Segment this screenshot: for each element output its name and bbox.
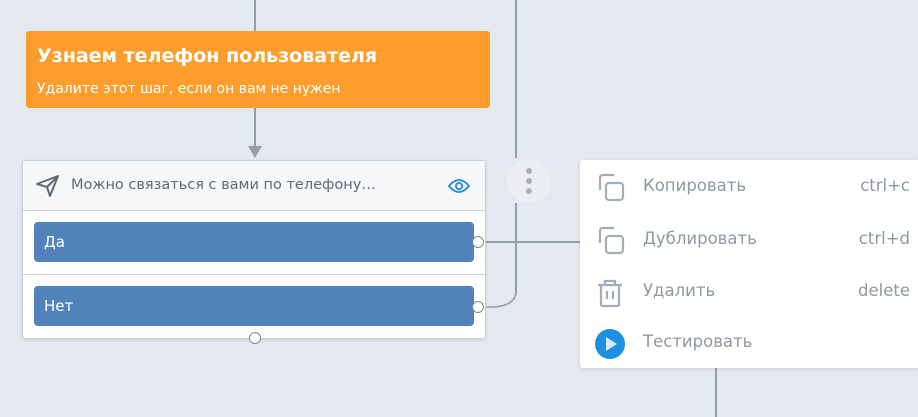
option-label: Нет [44, 297, 74, 315]
menu-label: Удалить [643, 281, 716, 300]
divider [23, 274, 485, 275]
play-icon [595, 329, 625, 359]
option-button-yes[interactable]: Да [34, 222, 474, 262]
question-header: Можно связаться с вами по телефону… [23, 161, 485, 211]
connector-line [254, 0, 256, 31]
menu-shortcut: ctrl+c [860, 176, 910, 195]
menu-item-duplicate[interactable]: Дублировать ctrl+d [580, 213, 918, 265]
menu-shortcut: ctrl+d [858, 229, 910, 248]
menu-item-copy[interactable]: Копировать ctrl+c [580, 160, 918, 212]
trash-icon [598, 279, 622, 308]
copy-icon [598, 173, 625, 202]
menu-label: Дублировать [643, 229, 757, 248]
eye-icon[interactable] [448, 178, 470, 194]
connector-line [515, 203, 517, 295]
option-button-no[interactable]: Нет [34, 286, 474, 326]
step-title: Узнаем телефон пользователя [37, 45, 378, 67]
output-port-no[interactable] [472, 301, 484, 313]
connector-line [254, 108, 256, 148]
duplicate-icon [598, 226, 625, 255]
send-icon [36, 175, 59, 197]
menu-item-delete[interactable]: Удалить delete [580, 265, 918, 317]
connector-line [483, 241, 580, 243]
menu-item-test[interactable]: Тестировать [580, 316, 918, 368]
menu-label: Копировать [643, 176, 747, 195]
menu-label: Тестировать [643, 332, 753, 351]
option-label: Да [44, 233, 65, 251]
output-port-bottom[interactable] [249, 332, 261, 344]
connector-line [715, 368, 717, 417]
menu-shortcut: delete [858, 281, 910, 300]
connector-line [515, 0, 517, 158]
arrow-down-icon [248, 146, 262, 158]
context-menu: Копировать ctrl+c Дублировать ctrl+d Уда… [580, 160, 918, 368]
step-subtitle: Удалите этот шаг, если он вам не нужен [37, 81, 341, 97]
output-port-yes[interactable] [472, 236, 484, 248]
connector-curve [484, 290, 517, 308]
step-banner[interactable]: Узнаем телефон пользователя Удалите этот… [26, 31, 490, 108]
more-options-button[interactable] [507, 159, 551, 203]
question-card[interactable]: Можно связаться с вами по телефону… Да Н… [22, 160, 486, 344]
question-text: Можно связаться с вами по телефону… [71, 177, 376, 193]
